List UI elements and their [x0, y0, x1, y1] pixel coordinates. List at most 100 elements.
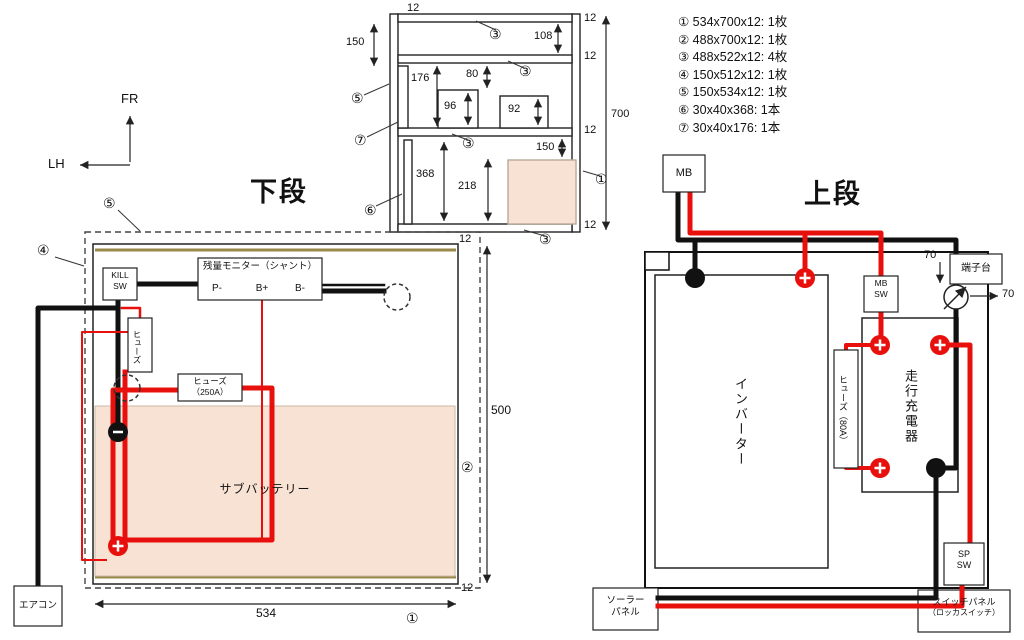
- dim-12: 12: [459, 233, 472, 245]
- shelf-panel-1: [397, 54, 573, 64]
- dim-92: 92: [508, 103, 521, 115]
- monitor-box: [197, 257, 323, 301]
- switch-panel-text: （ロッカスイッチ）: [928, 608, 1000, 618]
- sub-battery-area: [94, 405, 456, 577]
- terminal-p-minus: P-: [212, 283, 222, 294]
- sub-battery-label: サブバッテリー: [195, 482, 335, 497]
- part-marker-3: ③: [519, 63, 532, 79]
- mb-switch-label: MB: [874, 278, 888, 288]
- part-marker-5: ⑤: [103, 195, 116, 211]
- inverter-plus-terminal-icon: [795, 268, 815, 288]
- top-panel: [397, 13, 573, 23]
- terminal-b-plus: B+: [255, 283, 269, 294]
- sp-sw-box: [943, 542, 985, 586]
- dim-70: 70: [1002, 288, 1015, 300]
- dim-12: 12: [461, 582, 474, 594]
- legend-item: ② 488x700x12: 1枚: [678, 32, 788, 47]
- sub-battery-text: サブバッテリー: [219, 482, 311, 496]
- dim-12: 12: [407, 2, 420, 14]
- dim-150: 150: [536, 141, 555, 153]
- part-marker-4: ④: [37, 242, 50, 258]
- inverter-box: [654, 274, 829, 569]
- part-marker-1: ①: [406, 610, 419, 626]
- mb-label: MB: [663, 155, 705, 192]
- kill-switch: KILL SW: [103, 270, 137, 291]
- wiring-red-lower: [81, 299, 275, 561]
- legend-item: ③ 488x522x12: 4枚: [678, 50, 788, 65]
- inverter-label: インバーター: [733, 377, 748, 467]
- dim-96: 96: [444, 100, 457, 112]
- part-marker-3: ③: [462, 135, 475, 151]
- fuse-vertical-box: [127, 317, 153, 373]
- aircon-label: エアコン: [14, 586, 62, 626]
- battery-monitor-title: 残量モニター（シャント）: [200, 261, 320, 273]
- cross-section-structure: [389, 13, 581, 233]
- mb-switch: MB SW: [864, 278, 898, 299]
- lh-label: LH: [48, 156, 65, 171]
- kill-switch-label: SW: [113, 280, 127, 291]
- dim-80: 80: [466, 68, 479, 80]
- switch-panel-label: スイッチパネル （ロッカスイッチ）: [918, 597, 1010, 618]
- component-boxes: [13, 154, 1003, 627]
- sp-switch-label: SW: [956, 560, 972, 571]
- dim-12: 12: [584, 124, 597, 136]
- part-marker-5: ⑤: [351, 90, 364, 106]
- charger-plus-terminal-icon: [870, 335, 890, 355]
- charger-minus-terminal-icon: [926, 458, 946, 478]
- fuse-vertical-label: ヒューズ: [132, 330, 142, 364]
- terminal-block-label: 端子台: [950, 254, 1002, 284]
- dim-12: 12: [584, 12, 597, 24]
- cable-exit-icon: [943, 284, 969, 310]
- dim-70: 70: [924, 249, 937, 261]
- dim-12: 12: [584, 50, 597, 62]
- lower-section-title: 下段: [250, 177, 308, 207]
- upper-corner-notch: [644, 251, 670, 271]
- parts-legend: ① 534x700x12: 1枚 ② 488x700x12: 1枚 ③ 488x…: [678, 14, 787, 137]
- wiring-black-lower: [35, 281, 387, 589]
- upper-section-title: 上段: [804, 179, 862, 209]
- kill-sw-box: [102, 267, 138, 301]
- dim-500: 500: [491, 403, 512, 417]
- charger-label: 走行充電器: [903, 368, 918, 444]
- dim-700: 700: [611, 108, 630, 120]
- part-marker-3: ③: [539, 231, 552, 247]
- fuse-250: ヒューズ （250A）: [178, 376, 242, 397]
- solar-panel-text: ソーラー: [606, 595, 645, 606]
- mb-text: MB: [675, 166, 693, 179]
- dim-218: 218: [458, 180, 477, 192]
- part-marker-1: ①: [595, 171, 608, 187]
- fuse-250-box: [177, 373, 243, 402]
- upper-box: [644, 251, 989, 589]
- legend-item: ⑤ 150x534x12: 1枚: [678, 85, 788, 100]
- mb-box: [662, 154, 706, 193]
- switch-panel-text: スイッチパネル: [932, 597, 996, 607]
- bottom-panel: [397, 223, 573, 233]
- charger-plus-terminal-icon: [870, 458, 890, 478]
- cable-hole-icon: [383, 283, 411, 311]
- legend-item: ⑦ 30x40x176: 1本: [678, 120, 781, 135]
- plus-terminal-icon: [108, 536, 128, 556]
- sp-switch-label: SP: [957, 549, 970, 559]
- fuse-250-label: （250A）: [191, 386, 229, 397]
- battery-monitor-label: 残量モニター（シャント）: [202, 261, 317, 272]
- dim-534: 534: [256, 606, 277, 620]
- terminal-b-minus: B-: [295, 283, 305, 294]
- charger-plus-terminal-icon: [930, 335, 950, 355]
- minus-terminal-icon: [108, 422, 128, 442]
- sp-switch: SP SW: [944, 549, 984, 572]
- dim-176: 176: [411, 72, 430, 84]
- part-marker-6: ⑥: [364, 202, 377, 218]
- fuse-80-label: ヒューズ（80A）: [838, 374, 848, 445]
- support-176: [397, 65, 409, 129]
- terminal-block-text: 端子台: [961, 262, 991, 274]
- cable-hole-icon: [113, 374, 141, 402]
- fuse-250-label: ヒューズ: [193, 376, 227, 386]
- lower-section-structure: [84, 231, 481, 589]
- aircon-box: [13, 585, 63, 627]
- legend-item: ① 534x700x12: 1枚: [678, 15, 788, 29]
- support-368: [403, 139, 413, 225]
- legend-item: ⑥ 30x40x368: 1本: [678, 102, 781, 117]
- dim-108: 108: [534, 30, 553, 42]
- terminals: [108, 268, 969, 556]
